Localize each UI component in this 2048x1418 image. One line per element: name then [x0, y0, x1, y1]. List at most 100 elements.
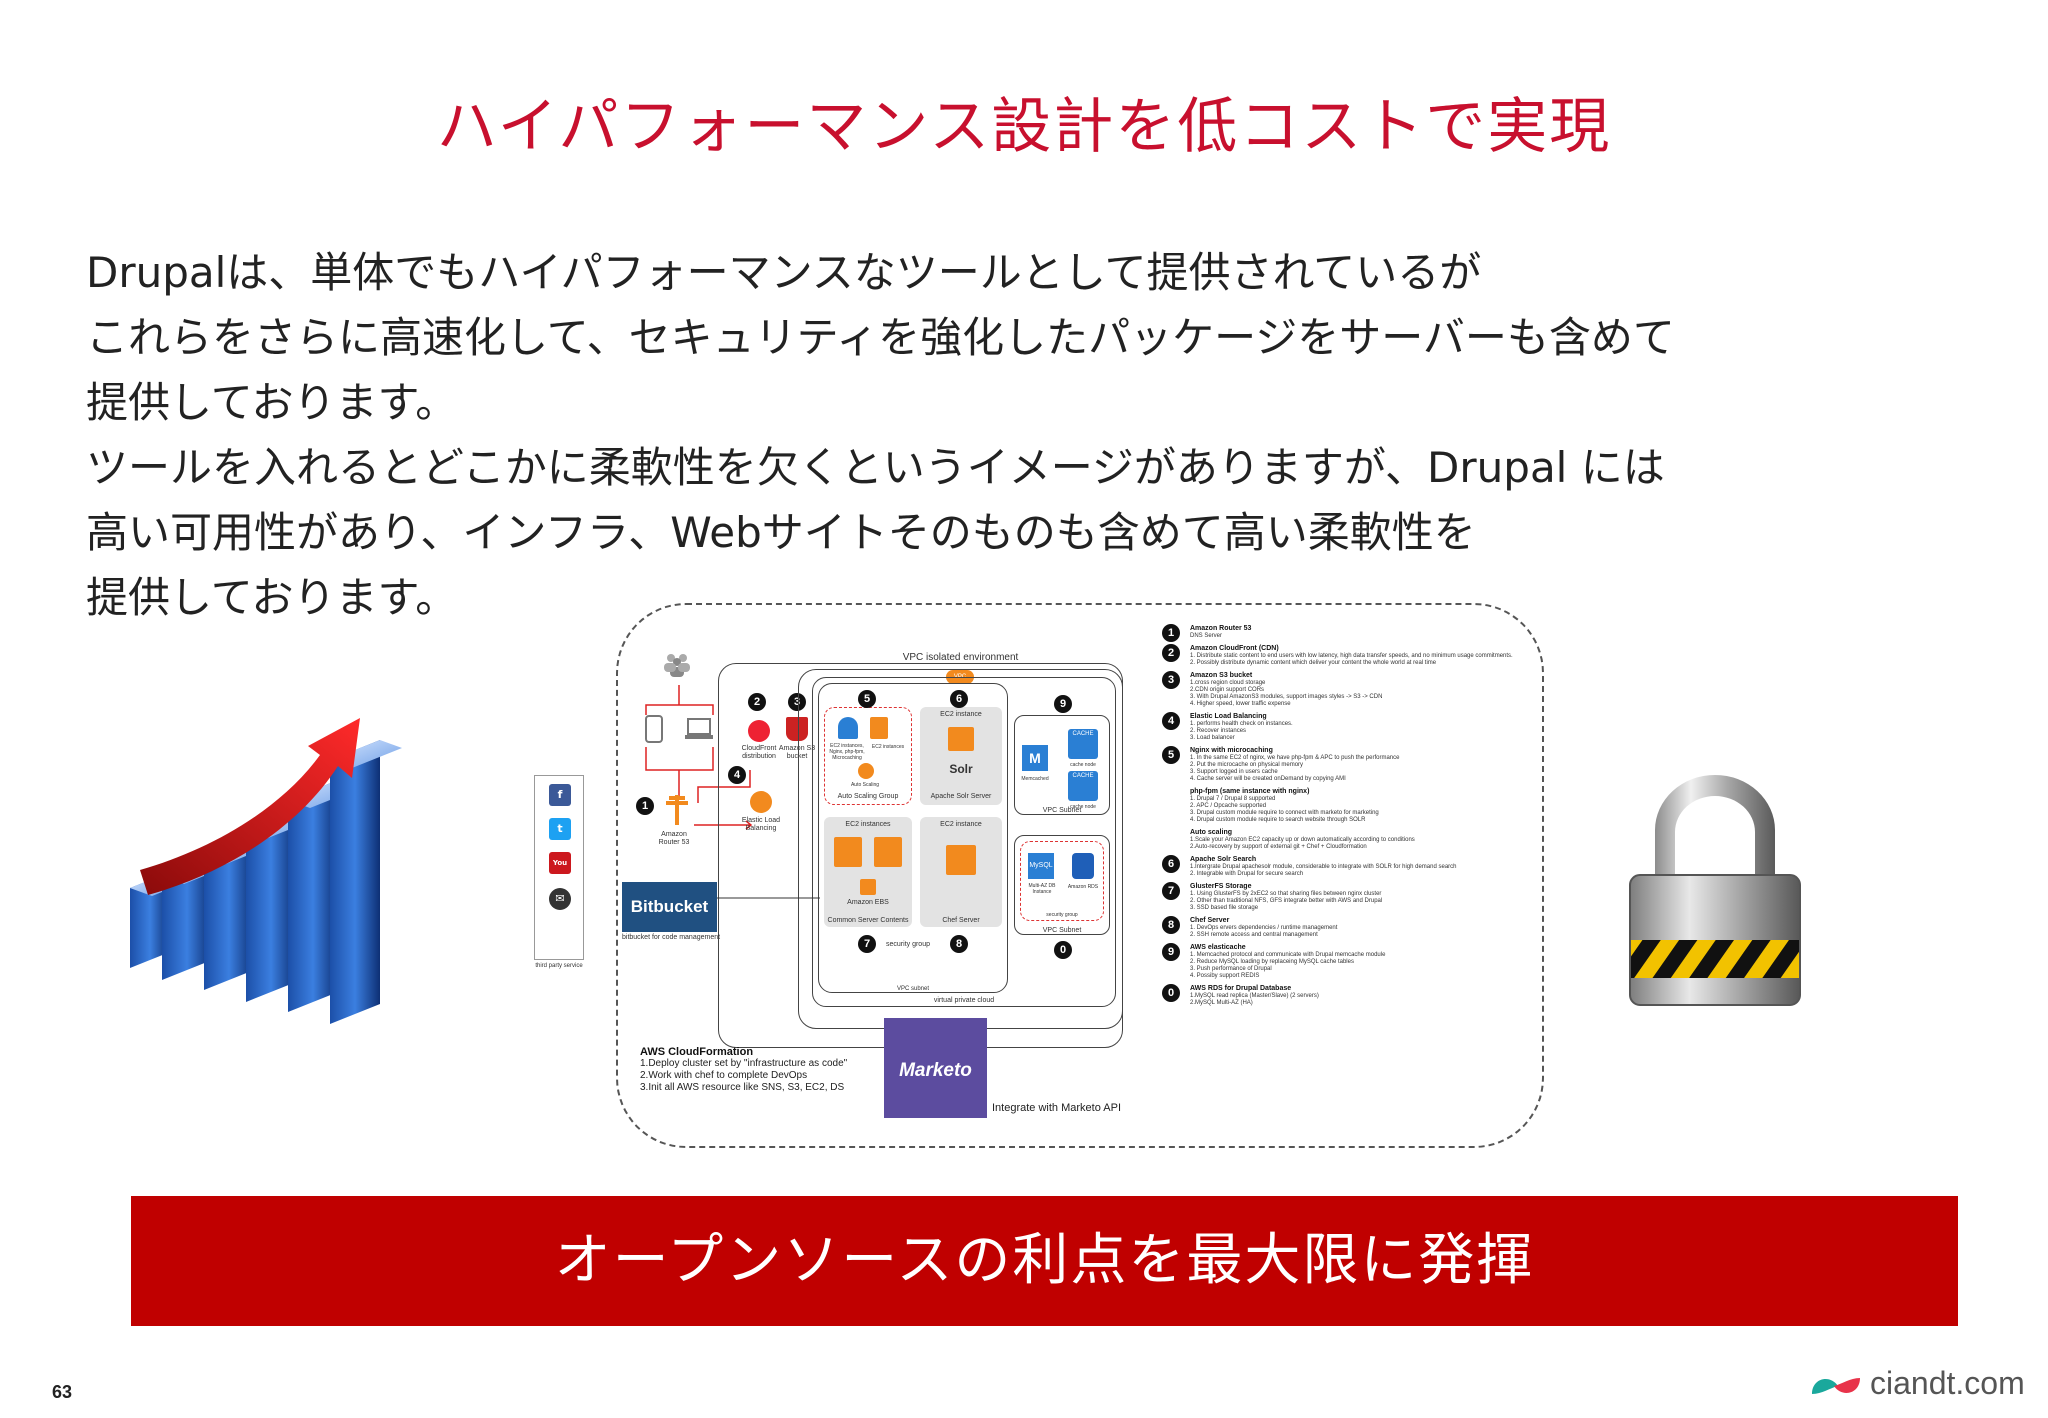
body-line: 高い可用性があり、インフラ、Webサイトそのものも含めて高い柔軟性を: [86, 508, 1476, 557]
marker-2: 2: [748, 693, 766, 711]
legend-title: Elastic Load Balancing: [1190, 713, 1267, 720]
memcached-icon: M: [1022, 745, 1048, 771]
vpc-subnet-box: [818, 683, 1008, 993]
elb-icon: [750, 791, 772, 813]
connector-lines: [645, 685, 753, 830]
growth-chart-icon: [130, 718, 402, 1024]
users-icon: [664, 654, 690, 677]
cloudformation-line: 2.Work with chef to complete DevOps: [640, 1070, 808, 1081]
db-security-group: [1020, 841, 1104, 921]
body-line: これらをさらに高速化して、セキュリティを強化したパッケージをサーバーも含めて: [86, 313, 1675, 362]
legend-marker-9: 9: [1162, 943, 1180, 961]
ebs-icon: [860, 879, 876, 895]
bitbucket-caption: bitbucket for code management: [622, 934, 721, 941]
bottom-banner: オープンソースの利点を最大限に発揮: [131, 1196, 1958, 1326]
common-server-panel: [824, 817, 912, 927]
rds-icon: [1072, 853, 1094, 879]
legend-title: Chef Server: [1190, 917, 1230, 924]
laptop-icon: [685, 718, 713, 739]
legend-title: Nginx with microcaching: [1190, 747, 1273, 754]
mysql-icon: MySQL: [1028, 853, 1054, 879]
legend-title: AWS RDS for Drupal Database: [1190, 985, 1292, 992]
brand-name: ciandt.com: [1870, 1365, 2025, 1401]
legend-marker-0: 0: [1162, 984, 1180, 1002]
label-chef-server: Chef Server: [942, 917, 980, 924]
legend-title: GlusterFS Storage: [1190, 883, 1252, 890]
router-53-icon: [666, 795, 688, 825]
label-auto-scaling-group: Auto Scaling Group: [837, 793, 899, 800]
label-security-group: security group: [886, 941, 930, 948]
marker-8: 8: [950, 935, 968, 953]
label-ec2-instance: EC2 instance: [940, 711, 982, 718]
cloudformation-line: 3.Init all AWS resource like SNS, S3, EC…: [640, 1082, 845, 1093]
legend-title: Amazon Router 53: [1190, 625, 1252, 632]
marker-3: 3: [788, 693, 806, 711]
legend-line: 2.CDN origin support CORs: [1190, 687, 1265, 693]
legend-line: 2.MySQL Multi-AZ (HA): [1190, 1000, 1253, 1006]
architecture-drawing: 1 Amazon Router 53 CloudFront distributi…: [636, 645, 1228, 1065]
body-line: 提供しております。: [86, 573, 458, 622]
cache-subnet-box: [1014, 715, 1110, 815]
legend-line: 1.MySQL read replica (Master/Slave) (2 s…: [1190, 993, 1319, 999]
legend-line: 1. Using GlusterFS by 2xEC2 so that shar…: [1190, 891, 1382, 897]
cloudformation-notes: AWS CloudFormation 1.Deploy cluster set …: [640, 1046, 847, 1094]
mailchimp-icon: ✉: [549, 888, 571, 910]
cloudformation-line: 1.Deploy cluster set by "infrastructure …: [640, 1058, 848, 1069]
legend-line: 1. performs health check on instances.: [1190, 721, 1293, 727]
label-cache-node-2: cache node: [1070, 804, 1096, 810]
label-db-vpc-subnet: VPC Subnet: [1042, 927, 1082, 934]
label-db-security-group: security group: [1046, 912, 1078, 918]
slide-title: ハイパフォーマンス設計を低コストで実現: [436, 92, 1612, 162]
label-elb: Elastic Load Balancing: [741, 817, 781, 832]
marker-7: 7: [858, 935, 876, 953]
label-amazon-rds: Amazon RDS: [1067, 884, 1099, 890]
virtual-private-cloud-box: [812, 677, 1116, 1007]
legend-line: 4. Drupal custom module require to searc…: [1190, 817, 1366, 823]
ciandt-logo-icon: [1812, 1378, 1860, 1394]
legend-line: 1. Drupal 7 / Drupal 8 supported: [1190, 796, 1276, 802]
legend-title: Apache Solr Search: [1190, 856, 1257, 863]
legend-line: 1. In the same EC2 of nginx, we have php…: [1190, 755, 1400, 761]
legend-line: 3. With Drupal AmazonS3 modules, support…: [1190, 694, 1383, 700]
cache-node-icon-1: CACHE: [1068, 729, 1098, 759]
body-line: 提供しております。: [86, 378, 458, 427]
legend-title: AWS elasticache: [1190, 944, 1246, 951]
label-apache-solr: Apache Solr Server: [930, 793, 992, 800]
label-s3: Amazon S3 bucket: [778, 745, 816, 760]
legend-line: 1. Distribute static content to end user…: [1190, 653, 1513, 659]
legend-marker-3: 3: [1162, 671, 1180, 689]
db-subnet-box: [1014, 835, 1110, 935]
solr-ec2-icon: [948, 727, 974, 751]
legend-line: 4. Higher speed, lower traffic expense: [1190, 701, 1291, 707]
body-text: Drupalは、単体でもハイパフォーマンスなツールとして提供されているが これら…: [86, 240, 1786, 630]
label-ec2-instances: EC2 instances: [871, 744, 905, 750]
legend-line: 2. Put the microcache on physical memory: [1190, 762, 1304, 768]
label-multi-az: Multi-AZ DB Instance: [1028, 883, 1056, 895]
legend-line: 2. SSH remote access and central managem…: [1190, 932, 1318, 938]
gluster-ec2-icon-1: [834, 837, 862, 867]
marker-0: 0: [1054, 941, 1072, 959]
legend-line: 1. DevOps ervers dependencies / runtime …: [1190, 925, 1338, 931]
marketo-logo: Marketo: [884, 1018, 987, 1118]
label-amazon-ebs: Amazon EBS: [847, 899, 889, 906]
label-vpc-subnet: VPC Subnet: [1042, 807, 1082, 814]
legend-line: 3. Push performance of Drupal: [1190, 966, 1272, 972]
legend-line: 2. Integrable with Drupal for secure sea…: [1190, 871, 1304, 877]
page-number: 63: [52, 1382, 73, 1402]
legend-line: 2. Recover instances: [1190, 728, 1247, 734]
legend-line: 3. Load balancer: [1190, 735, 1235, 741]
legend-line: 1.Intergrate Drupal apachesolr module, c…: [1190, 864, 1457, 870]
body-line: Drupalは、単体でもハイパフォーマンスなツールとして提供されているが: [86, 248, 1482, 297]
drupal-icon: [838, 717, 858, 739]
legend-title: Amazon CloudFront (CDN): [1190, 645, 1279, 652]
legend-line: 2. Possibly distribute dynamic content w…: [1190, 660, 1437, 666]
legend-line: DNS Server: [1190, 633, 1223, 639]
legend-title: Auto scaling: [1190, 829, 1233, 836]
legend-line: 1.Scale your Amazon EC2 capacity up or d…: [1190, 837, 1415, 843]
legend-marker-5: 5: [1162, 746, 1180, 764]
vpc-title: VPC isolated environment: [902, 652, 1019, 663]
auto-scaling-icon: [858, 763, 874, 779]
label-router: Amazon Router 53: [658, 831, 690, 846]
cloudformation-heading: AWS CloudFormation: [640, 1046, 754, 1058]
marketo-caption: Integrate with Marketo API: [992, 1102, 1122, 1114]
